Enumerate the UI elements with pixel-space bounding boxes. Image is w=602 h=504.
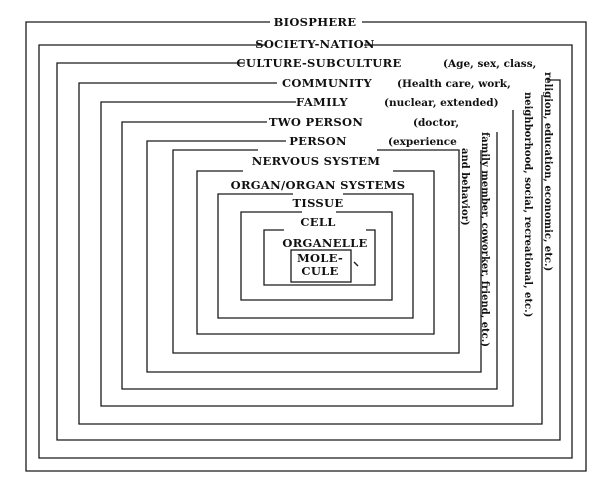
organ-systems-box: [196, 170, 435, 335]
organ-systems-label: ORGAN/ORGAN SYSTEMS: [231, 178, 406, 192]
organelle-box: [263, 229, 376, 286]
organelle-label: ORGANELLE: [282, 236, 367, 250]
nervous-system-label: NERVOUS SYSTEM: [252, 154, 381, 168]
biosphere-label: BIOSPHERE: [274, 15, 357, 29]
person-label: PERSON: [289, 134, 347, 148]
molecule-box: [290, 249, 352, 283]
society-nation-box: [38, 44, 573, 459]
community-label: COMMUNITY: [282, 76, 373, 90]
nervous-system-box: [172, 149, 460, 354]
family-label: FAMILY: [296, 95, 348, 109]
two-person-box: [121, 121, 498, 390]
biosphere-box: [25, 21, 587, 472]
person-box: [146, 140, 482, 373]
culture-subculture-label: CULTURE-SUBCULTURE: [236, 56, 401, 70]
family-note: (nuclear, extended): [384, 97, 499, 109]
molecule-label-line1: MOLE-: [297, 251, 343, 265]
community-vertical-note: neighborhood, social, recreational, etc.…: [522, 92, 533, 317]
culture-note: (Age, sex, class,: [443, 58, 536, 70]
society-nation-label: SOCIETY-NATION: [255, 37, 375, 51]
community-box: [78, 82, 543, 425]
two-person-note: (doctor,: [413, 117, 459, 129]
molecule-label-line2: CULE: [301, 264, 338, 278]
person-note: (experience: [388, 136, 457, 148]
tissue-label: TISSUE: [293, 196, 344, 210]
culture-subculture-box: [56, 62, 561, 441]
family-box: [100, 101, 514, 407]
community-note: (Health care, work,: [397, 78, 511, 90]
culture-vertical-note: religion, education, economic, etc.): [542, 72, 553, 271]
person-vertical-note: and behavior): [459, 148, 470, 226]
two-person-vertical-note: family member, coworker, friend, etc.): [479, 132, 490, 347]
tissue-box: [217, 193, 414, 319]
cell-box: [240, 211, 393, 301]
two-person-label: TWO PERSON: [269, 115, 363, 129]
cell-label: CELL: [300, 215, 335, 229]
molecule-tick: [353, 261, 359, 267]
